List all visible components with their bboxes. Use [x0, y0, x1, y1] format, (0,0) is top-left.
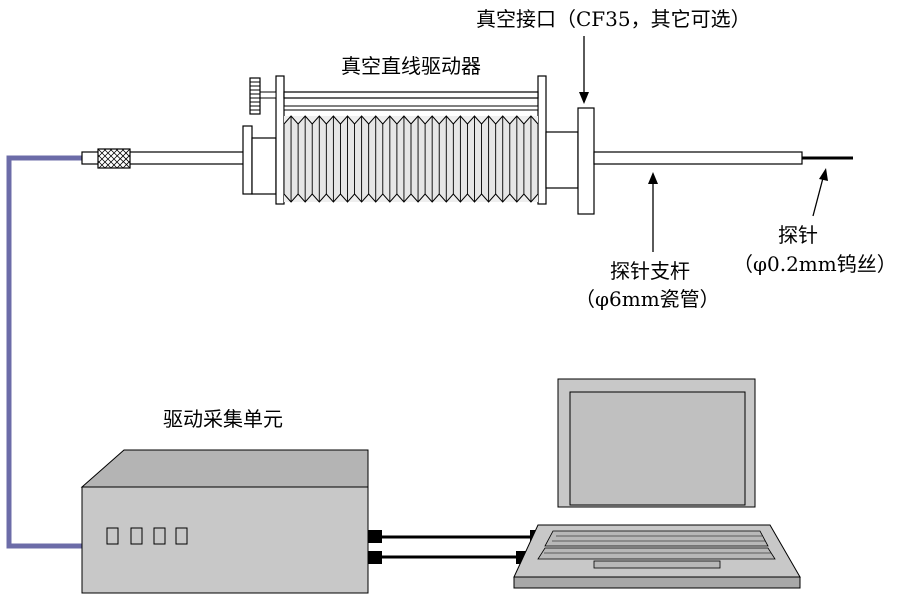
- left-flange: [242, 125, 253, 195]
- data-cables: [368, 530, 544, 564]
- laptop-screen: [569, 391, 746, 506]
- unit-top-face: [80, 449, 369, 488]
- indicator-1: [106, 527, 119, 545]
- vacuum-port-flange: [577, 107, 595, 215]
- label-probe-rod: 探针支杆: [610, 259, 690, 283]
- indicator-2: [130, 527, 143, 545]
- laptop-keyboard: [544, 530, 769, 547]
- drive-rail-top: [283, 91, 539, 99]
- adjust-knob: [249, 77, 261, 115]
- drive-acquisition-unit: [80, 449, 369, 594]
- label-drive-unit: 驱动采集单元: [163, 407, 283, 431]
- label-probe-rod-spec: （φ6mm瓷管）: [575, 287, 720, 311]
- indicator-4: [175, 527, 188, 545]
- laptop: [513, 378, 801, 589]
- label-vacuum-port: 真空接口（CF35，其它可选）: [476, 7, 751, 31]
- signal-cable: [6, 155, 84, 549]
- right-flange-neck: [545, 131, 579, 189]
- label-probe-spec: （φ0.2mm钨丝）: [733, 252, 897, 276]
- arrow-probe: [812, 168, 828, 217]
- knurled-connector: [97, 148, 131, 169]
- unit-front-face: [81, 486, 369, 594]
- arrow-probe-rod: [648, 172, 658, 252]
- label-probe: 探针: [778, 223, 818, 247]
- indicator-3: [153, 527, 166, 545]
- left-flange-neck: [251, 137, 277, 195]
- laptop-touchpad: [593, 560, 721, 569]
- drive-rail-upper: [283, 105, 539, 111]
- adjust-knob-stem: [257, 91, 277, 99]
- drive-plate-right: [537, 75, 547, 205]
- arrow-vacuum-port: [579, 36, 589, 104]
- drive-plate-left: [275, 75, 285, 205]
- probe-rod: [593, 151, 803, 165]
- bellows: [283, 115, 539, 203]
- label-linear-drive: 真空直线驱动器: [341, 54, 481, 78]
